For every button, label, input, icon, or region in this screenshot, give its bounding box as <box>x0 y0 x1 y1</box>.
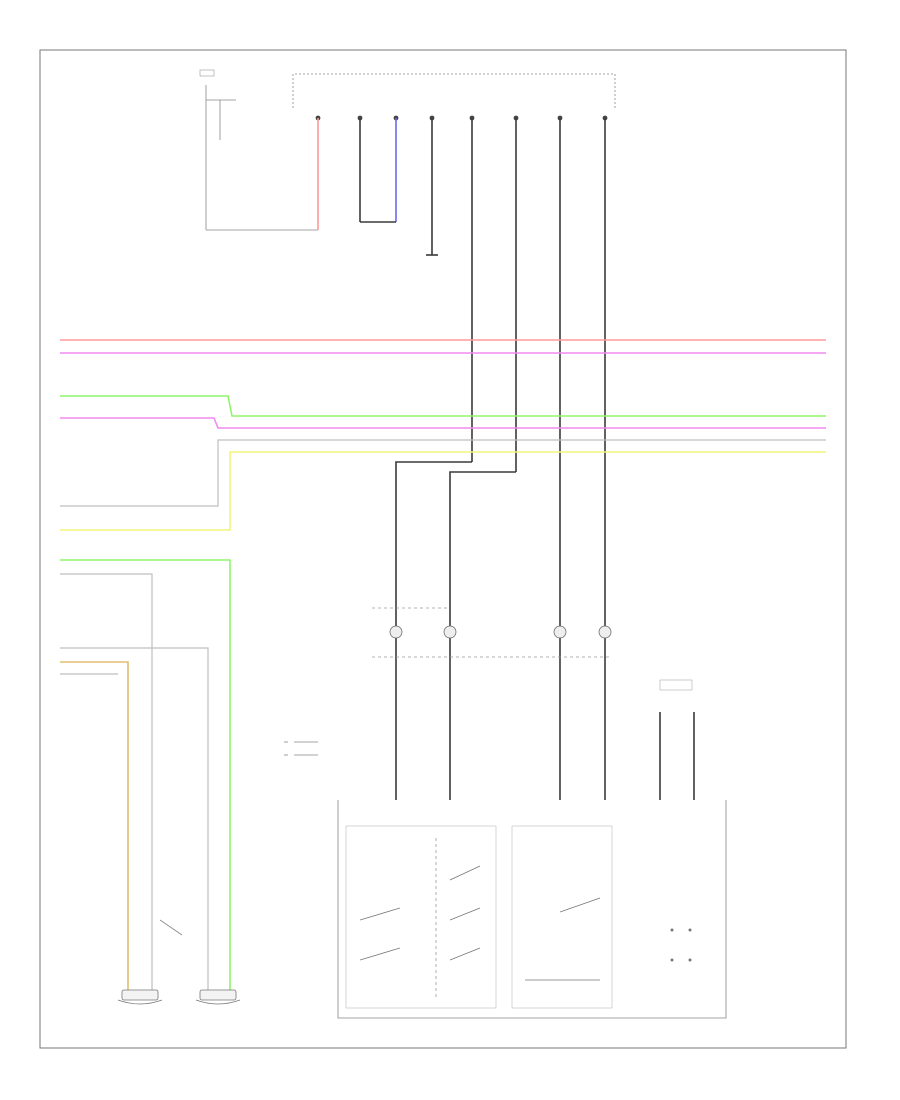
right-sensor <box>159 888 241 1005</box>
yellow-wire <box>60 451 826 531</box>
harness-lines <box>60 339 826 990</box>
legend-notes <box>284 741 318 756</box>
left-sensor <box>117 888 163 1005</box>
violet-wire-upper <box>60 417 826 429</box>
green-wire-upper <box>60 395 826 417</box>
vertical-routing <box>395 461 516 800</box>
switch-module <box>337 800 727 1019</box>
green-wire-lower <box>60 559 231 888</box>
connector-row <box>372 607 612 658</box>
diagram-frame <box>39 49 847 1049</box>
top-fuse-section <box>199 69 616 800</box>
right-module-leads <box>659 679 695 800</box>
orange-wire <box>60 661 129 888</box>
